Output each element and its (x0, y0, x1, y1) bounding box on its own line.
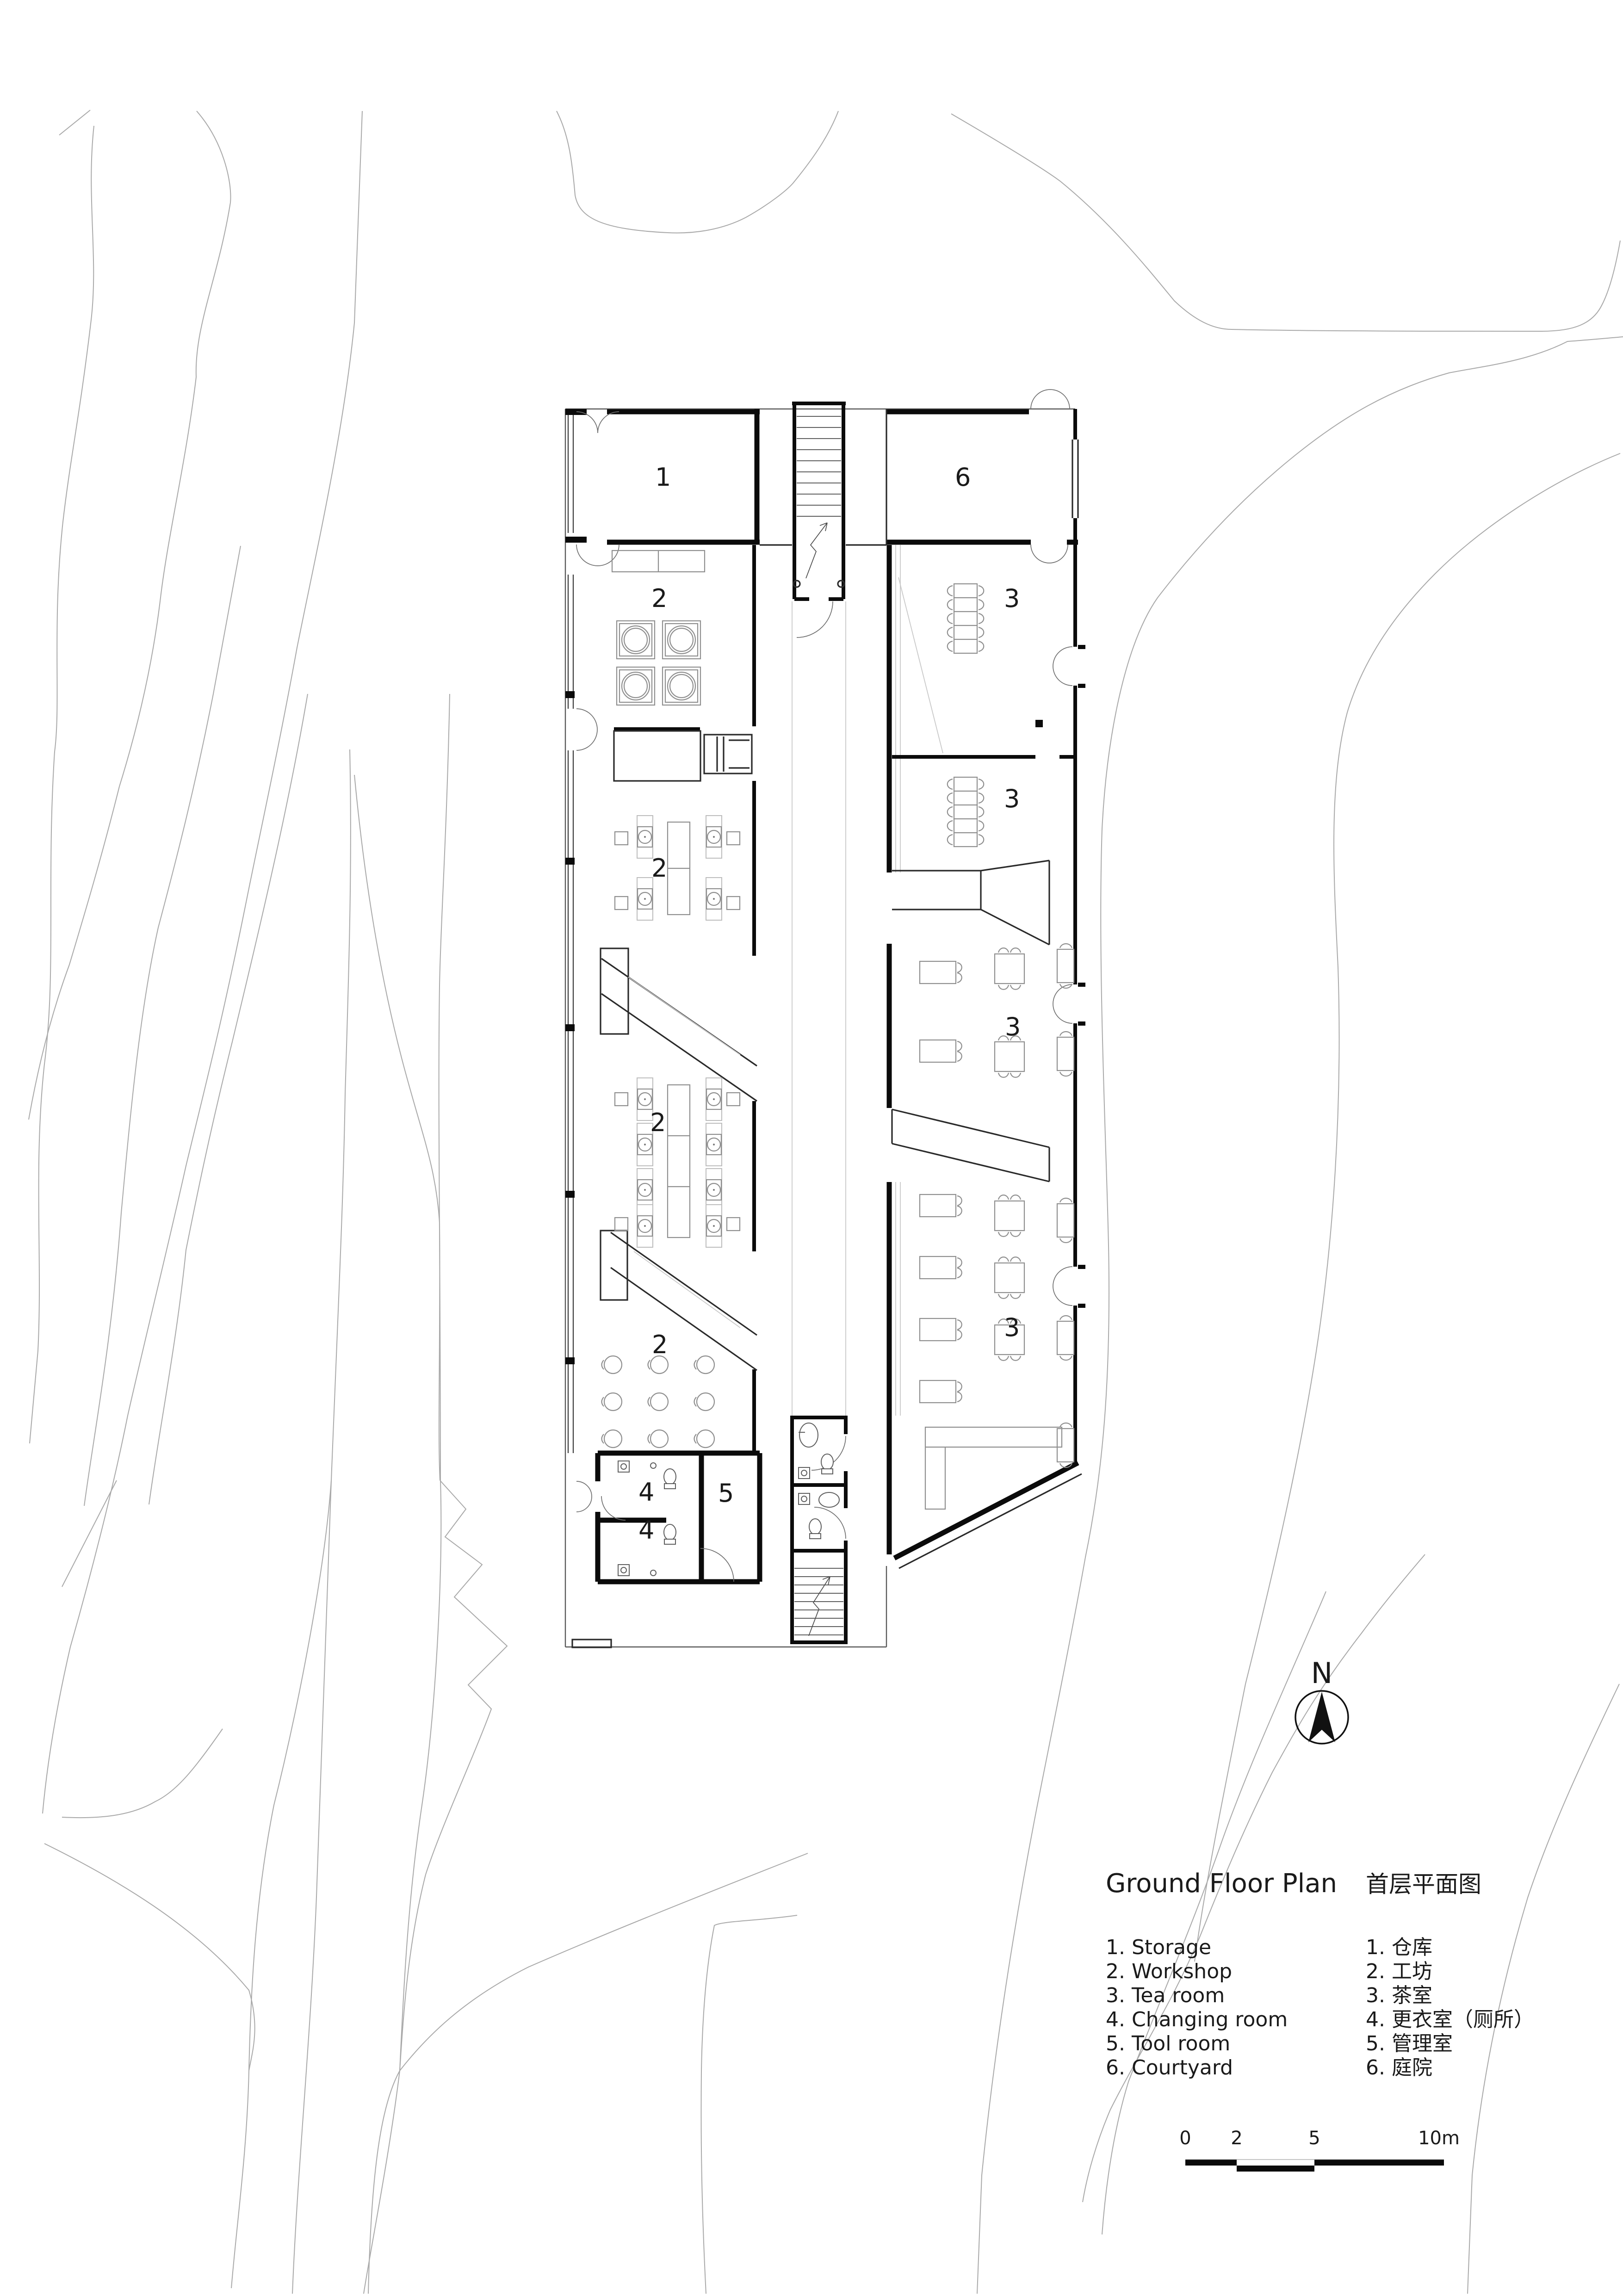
label-courtyard: 6 (955, 463, 971, 492)
stair-lower (794, 1568, 843, 1636)
scale-bar: 0 2 5 10m (1179, 2128, 1460, 2172)
scale-segment (1237, 2166, 1314, 2172)
sanitary-fixtures (618, 1423, 840, 1576)
terrain-contour-lines (28, 110, 1623, 2294)
ramp-west-lower (600, 1230, 757, 1371)
legend-item-en: 5. Tool room (1106, 2032, 1230, 2055)
tea-room-furniture (919, 583, 1075, 1510)
legend-item-en: 4. Changing room (1106, 2008, 1288, 2031)
stair-upper (797, 416, 841, 579)
legend-item-en: 3. Tea room (1106, 1984, 1225, 2007)
label-tea-room-b: 3 (1004, 784, 1020, 813)
scale-tick-0: 0 (1179, 2128, 1191, 2149)
label-workshop-d: 2 (652, 1330, 668, 1359)
glass-facade-corridor (792, 545, 943, 1416)
scale-tick-5: 5 (1308, 2128, 1320, 2149)
label-workshop-c: 2 (650, 1108, 666, 1137)
label-tea-room-c: 3 (1005, 1012, 1021, 1041)
ramp-west-upper (600, 947, 757, 1102)
legend-item-en: 2. Workshop (1106, 1960, 1232, 1983)
legend-item-zh: 4. 更衣室（厕所） (1366, 2008, 1534, 2031)
terrace-step (571, 1639, 612, 1648)
legend-item-zh: 2. 工坊 (1366, 1960, 1432, 1983)
label-workshop-b: 2 (651, 854, 667, 883)
label-changing-lower: 4 (638, 1516, 654, 1545)
north-arrow: N (1295, 1656, 1349, 1745)
ramp-east-lower (891, 1108, 1050, 1182)
sheet-title-en: Ground Floor Plan (1106, 1869, 1337, 1899)
legend-item-en: 6. Courtyard (1106, 2056, 1233, 2079)
counter (611, 550, 706, 573)
room-number-labels: 1 6 2 3 3 2 2 3 3 2 4 4 5 (638, 463, 1021, 1545)
label-tool-room: 5 (718, 1479, 734, 1508)
scale-segment (1185, 2160, 1237, 2166)
scale-tick-2: 2 (1231, 2128, 1242, 2149)
legend-item-zh: 3. 茶室 (1366, 1984, 1432, 2007)
scale-tick-10m: 10m (1418, 2128, 1460, 2149)
label-tea-room-d: 3 (1004, 1313, 1020, 1342)
walls (595, 402, 1085, 1644)
ramp-east-upper (892, 860, 1050, 946)
label-storage: 1 (655, 463, 671, 492)
legend-item-zh: 1. 仓库 (1366, 1936, 1432, 1959)
label-tea-room-a: 3 (1004, 584, 1020, 613)
scale-segment (1314, 2160, 1444, 2166)
north-circle (1295, 1690, 1349, 1745)
site-boundary (564, 408, 1075, 1648)
tea-counter (924, 1426, 1063, 1510)
label-workshop-a: 2 (651, 584, 667, 613)
label-changing-upper: 4 (638, 1478, 654, 1507)
north-label: N (1311, 1656, 1332, 1690)
glass-facade-west (565, 409, 587, 1453)
workshop-furniture (601, 550, 741, 1448)
sheet-title-zh: 首层平面图 (1366, 1871, 1481, 1898)
legend-item-en: 1. Storage (1106, 1936, 1211, 1959)
legend-item-zh: 6. 庭院 (1366, 2056, 1432, 2079)
door-swings (576, 389, 1073, 1582)
legend: Ground Floor Plan 首层平面图 1. Storage 2. Wo… (1106, 1869, 1534, 2079)
north-needle (1308, 1692, 1335, 1742)
legend-item-zh: 5. 管理室 (1366, 2032, 1453, 2055)
